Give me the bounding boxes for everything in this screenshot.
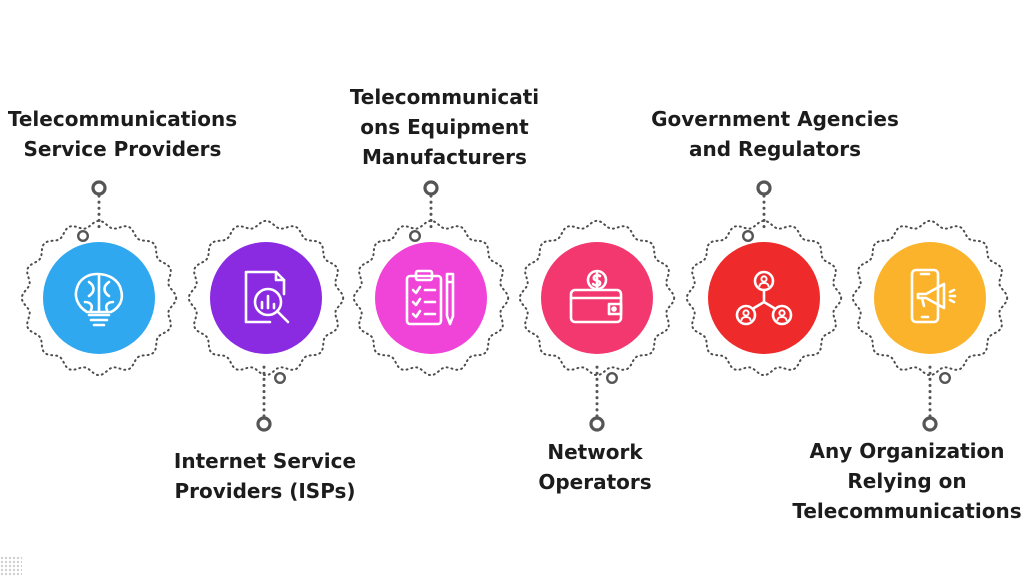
- wavy-dotted-ring: [518, 219, 676, 377]
- label-government-agencies: Government Agencies and Regulators: [651, 107, 899, 161]
- wavy-dotted-ring: [851, 219, 1009, 377]
- wavy-dotted-ring: [187, 219, 345, 377]
- connector-end-dot: [589, 416, 605, 432]
- label-any-organization: Any Organization Relying on Telecommunic…: [792, 439, 1022, 523]
- label-internet-service-providers: Internet Service Providers (ISPs): [173, 449, 357, 503]
- connector-end-dot: [91, 180, 107, 196]
- ring-marker-dot: [606, 372, 619, 385]
- wavy-dotted-ring: [20, 219, 178, 377]
- brain-lightbulb-icon: [74, 272, 124, 327]
- wallet-dollar-coin-icon: [569, 269, 623, 324]
- label-equipment-manufacturers: Telecommunicati ons Equipment Manufactur…: [349, 85, 540, 169]
- corner-dot-pattern: [0, 556, 22, 576]
- ring-marker-dot: [274, 372, 287, 385]
- ring-marker-dot: [409, 229, 422, 242]
- wavy-dotted-ring: [352, 219, 510, 377]
- stakeholder-circle: [210, 242, 322, 354]
- connector-end-dot: [423, 180, 439, 196]
- document-magnifier-chart-icon: [244, 270, 290, 324]
- connector-end-dot: [256, 416, 272, 432]
- ring-marker-dot: [742, 229, 755, 242]
- ring-marker-dot: [76, 229, 89, 242]
- connector-end-dot: [756, 180, 772, 196]
- stakeholder-circle: [375, 242, 487, 354]
- ring-marker-dot: [939, 372, 952, 385]
- wavy-dotted-ring: [685, 219, 843, 377]
- clipboard-checklist-pen-icon: [405, 269, 455, 326]
- connected-people-network-icon: [735, 270, 793, 326]
- smartphone-megaphone-icon: [910, 268, 957, 324]
- label-network-operators: Network Operators: [538, 440, 652, 494]
- stakeholder-circle: [874, 242, 986, 354]
- connector-end-dot: [922, 416, 938, 432]
- label-telecom-service-providers: Telecommunications Service Providers: [7, 107, 238, 161]
